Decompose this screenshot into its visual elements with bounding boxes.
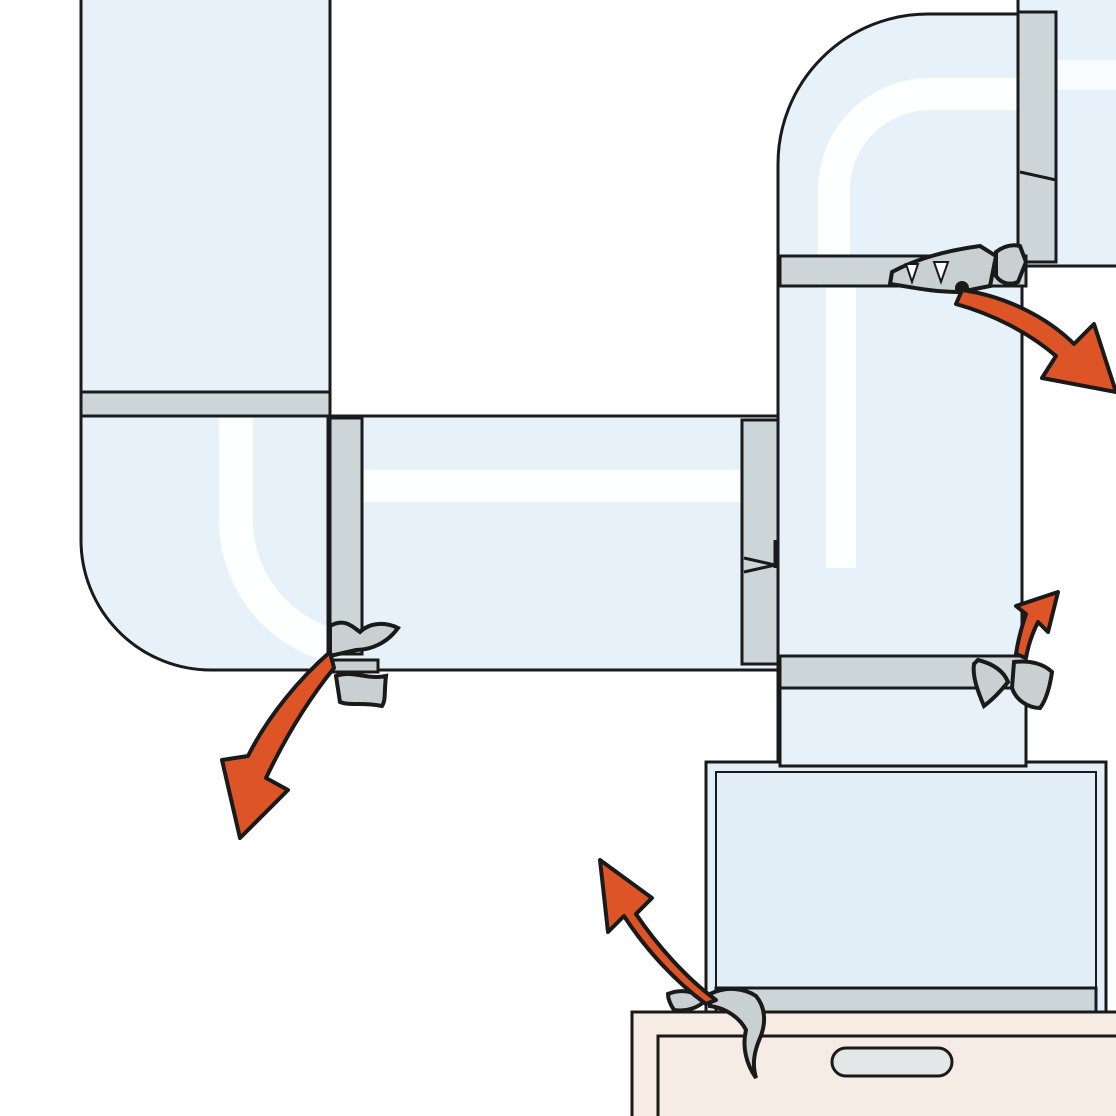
joint-left-elbow-collar	[328, 416, 364, 656]
component-elbow-top-right	[776, 12, 1024, 288]
leak-arrow-right-riser	[1014, 590, 1060, 660]
tape-fold-top-right	[994, 243, 1029, 286]
seam-band-vertical-right	[740, 418, 780, 666]
component-horizontal-duct-main	[326, 414, 786, 672]
cabinet-handle-slot[interactable]	[830, 1046, 954, 1078]
duct-body-upper-left	[79, 0, 332, 396]
joint-mid-horizontal	[740, 418, 780, 666]
leak-arrow-plenum-base	[598, 858, 718, 1006]
airflow-highlight-horizontal	[330, 470, 780, 502]
leak-top-right	[887, 243, 1116, 394]
airflow-highlight-riser	[826, 268, 856, 568]
airflow-highlight-left-elbow	[219, 418, 330, 667]
flange-band-top-right	[1016, 10, 1058, 264]
tape-curl-plenum	[708, 987, 767, 1080]
leak-arrow-top-right	[954, 288, 1116, 394]
tape-flap-upper	[328, 620, 401, 659]
leak-plenum-base	[598, 858, 767, 1080]
seam-band-vertical-left	[328, 416, 364, 656]
tape-flap-riser-left	[971, 657, 1011, 710]
component-air-handler-cabinet	[630, 1010, 1116, 1116]
tape-gap-a	[904, 263, 920, 286]
leak-left-elbow	[220, 620, 401, 840]
tape-flap-lower	[333, 672, 389, 709]
joint-top-right-vertical	[1016, 10, 1058, 264]
seam-band	[79, 390, 332, 418]
leak-right-riser	[971, 590, 1060, 711]
plenum-inner-edge	[715, 771, 1097, 1003]
tape-gap-b	[932, 261, 950, 286]
tape-flap-riser-right	[1009, 659, 1055, 711]
leak-arrow-left-elbow	[220, 650, 336, 840]
component-vertical-duct-upper-left	[79, 0, 332, 418]
joint-left-vertical-band	[79, 390, 332, 418]
duct-body-horizontal-main	[326, 414, 786, 672]
component-horizontal-duct-top-right	[1016, 0, 1116, 268]
tape-strip-mid	[331, 658, 380, 674]
airflow-highlight-top-elbow	[818, 78, 1022, 288]
flange-seam-line	[1019, 170, 1057, 182]
component-elbow-lower-left	[79, 414, 332, 672]
